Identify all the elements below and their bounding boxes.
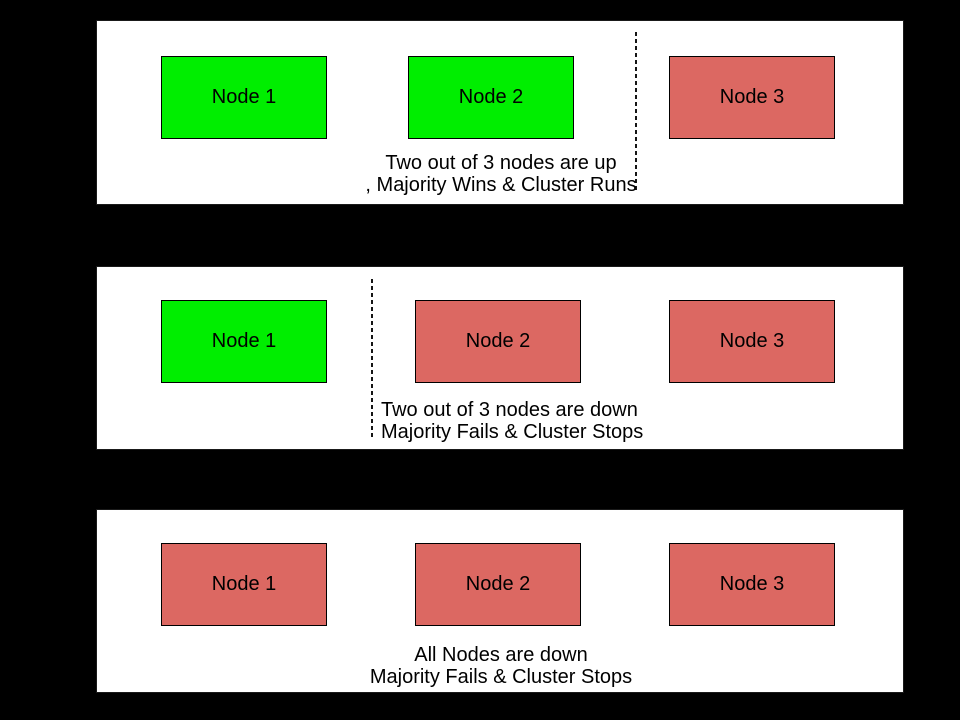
- scenario-caption: Two out of 3 nodes are down Majority Fai…: [381, 399, 643, 443]
- caption-line-2: Majority Fails & Cluster Stops: [369, 666, 633, 688]
- node-label: Node 2: [465, 573, 531, 595]
- caption-line-1: All Nodes are down: [414, 644, 588, 666]
- network-partition-divider: [635, 32, 637, 192]
- node-box: Node 2: [415, 300, 581, 383]
- node-box: Node 1: [161, 56, 327, 139]
- scenario-caption: Two out of 3 nodes are up , Majority Win…: [365, 152, 636, 196]
- scenario-panel-all-down: Node 1 Node 2 Node 3 All Nodes are down …: [96, 509, 904, 693]
- caption-line-1: Two out of 3 nodes are down: [381, 399, 638, 421]
- caption-line-2: , Majority Wins & Cluster Runs: [365, 174, 637, 196]
- node-label: Node 2: [465, 330, 531, 352]
- node-box: Node 3: [669, 300, 835, 383]
- node-box: Node 2: [415, 543, 581, 626]
- node-box: Node 1: [161, 543, 327, 626]
- scenario-panel-two-down: Node 1 Node 2 Node 3 Two out of 3 nodes …: [96, 266, 904, 450]
- node-label: Node 3: [719, 573, 785, 595]
- node-label: Node 2: [458, 86, 524, 108]
- node-label: Node 1: [211, 330, 277, 352]
- caption-line-1: Two out of 3 nodes are up: [385, 152, 617, 174]
- caption-line-2: Majority Fails & Cluster Stops: [381, 421, 644, 443]
- node-box: Node 2: [408, 56, 574, 139]
- scenario-panel-two-up: Node 1 Node 2 Node 3 Two out of 3 nodes …: [96, 20, 904, 205]
- node-label: Node 3: [719, 330, 785, 352]
- node-box: Node 3: [669, 56, 835, 139]
- node-box: Node 1: [161, 300, 327, 383]
- node-box: Node 3: [669, 543, 835, 626]
- node-label: Node 1: [211, 86, 277, 108]
- node-label: Node 1: [211, 573, 277, 595]
- network-partition-divider: [371, 279, 373, 437]
- scenario-caption: All Nodes are down Majority Fails & Clus…: [370, 644, 632, 688]
- node-label: Node 3: [719, 86, 785, 108]
